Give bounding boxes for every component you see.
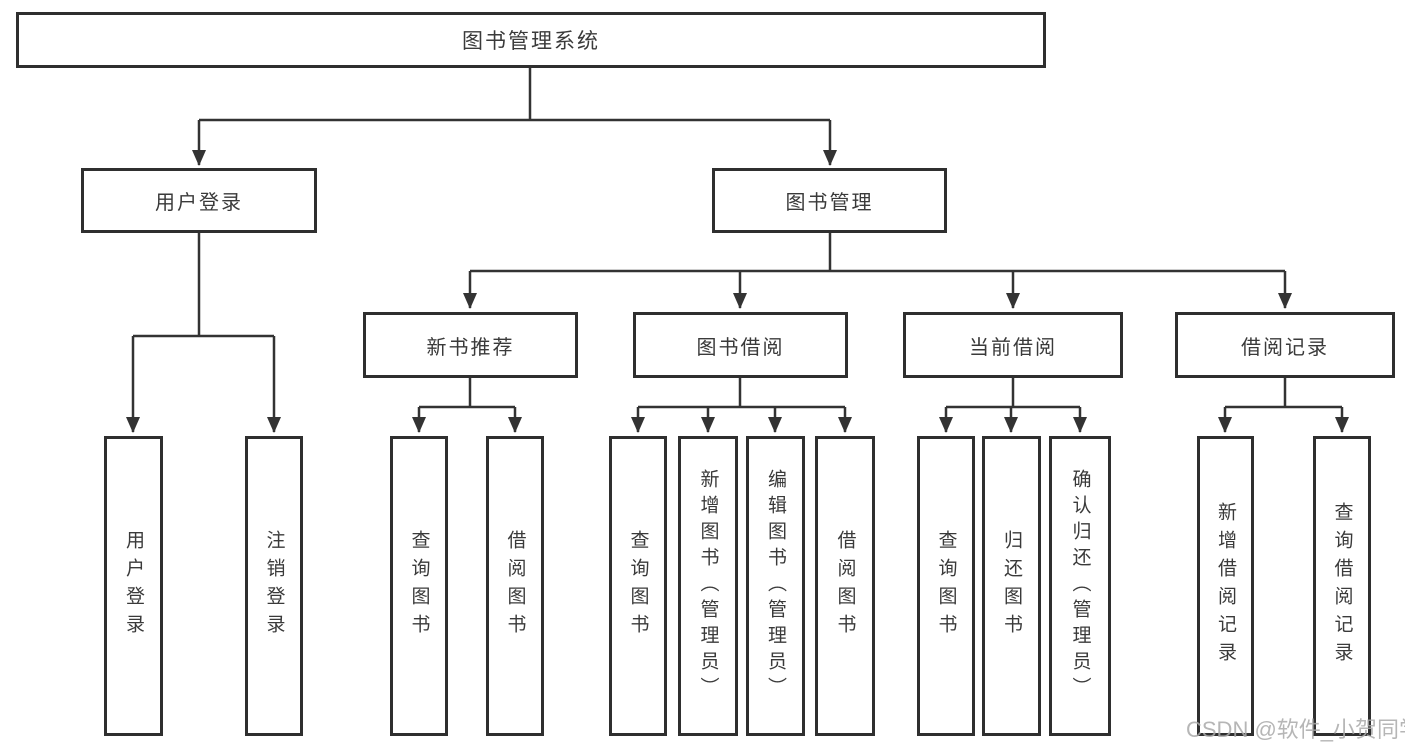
leaf-query-books-3-label: 查询图书 — [935, 530, 957, 642]
leaf-query-borrow-record: 查询借阅记录 — [1313, 436, 1371, 736]
leaf-logout: 注销登录 — [245, 436, 303, 736]
leaf-confirm-return-admin-label: 确认归还（管理员） — [1069, 469, 1091, 703]
leaf-return-books: 归还图书 — [982, 436, 1041, 736]
node-book-mgmt-label: 图书管理 — [785, 192, 874, 214]
leaf-logout-label: 注销登录 — [263, 530, 285, 642]
leaf-user-login: 用户登录 — [104, 436, 163, 736]
csdn-watermark: CSDN @软件_小贺同学 — [1186, 717, 1405, 742]
node-new-books: 新书推荐 — [363, 312, 578, 378]
leaf-return-books-label: 归还图书 — [1001, 530, 1022, 642]
leaf-borrow-books-2-label: 借阅图书 — [834, 530, 856, 642]
leaf-confirm-return-admin: 确认归还（管理员） — [1049, 436, 1111, 736]
node-user-login: 用户登录 — [81, 168, 317, 233]
leaf-query-books-2: 查询图书 — [609, 436, 667, 736]
leaf-query-books-1: 查询图书 — [390, 436, 448, 736]
leaf-user-login-label: 用户登录 — [123, 530, 144, 642]
node-book-mgmt: 图书管理 — [712, 168, 947, 233]
leaf-query-borrow-record-label: 查询借阅记录 — [1331, 502, 1353, 670]
leaf-query-books-3: 查询图书 — [917, 436, 975, 736]
node-new-books-label: 新书推荐 — [426, 336, 515, 359]
leaf-query-books-1-label: 查询图书 — [408, 530, 430, 642]
leaf-add-borrow-record: 新增借阅记录 — [1197, 436, 1254, 736]
node-root: 图书管理系统 — [16, 12, 1046, 68]
node-current-borrow-label: 当前借阅 — [969, 336, 1057, 359]
node-book-borrow: 图书借阅 — [633, 312, 848, 378]
node-book-borrow-label: 图书借阅 — [696, 336, 785, 359]
leaf-add-borrow-record-label: 新增借阅记录 — [1215, 502, 1236, 670]
node-root-label: 图书管理系统 — [462, 30, 600, 53]
leaf-query-books-2-label: 查询图书 — [627, 530, 649, 642]
leaf-add-book-admin-label: 新增图书（管理员） — [697, 469, 719, 703]
leaf-borrow-books-1-label: 借阅图书 — [504, 530, 526, 642]
node-borrow-records-label: 借阅记录 — [1241, 336, 1329, 359]
leaf-edit-book-admin: 编辑图书（管理员） — [746, 436, 805, 736]
leaf-add-book-admin: 新增图书（管理员） — [678, 436, 738, 736]
node-current-borrow: 当前借阅 — [903, 312, 1123, 378]
node-borrow-records: 借阅记录 — [1175, 312, 1395, 378]
leaf-edit-book-admin-label: 编辑图书（管理员） — [765, 469, 786, 703]
node-user-login-label: 用户登录 — [155, 192, 243, 214]
leaf-borrow-books-2: 借阅图书 — [815, 436, 875, 736]
leaf-borrow-books-1: 借阅图书 — [486, 436, 544, 736]
